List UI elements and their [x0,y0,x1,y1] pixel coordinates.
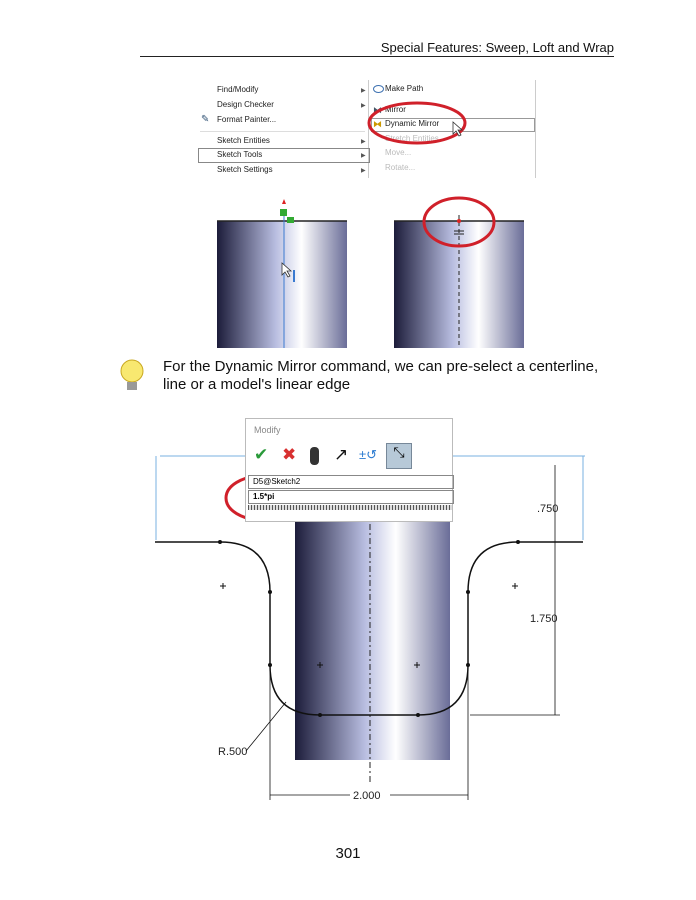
reverse-arrow-icon[interactable]: ↗ [334,445,349,464]
menu-item-move: Move... [385,148,412,157]
modify-dialog: Modify ✔ ✖ ↗ ±↺ ⤡ D5@Sketch2 1.5*pi [245,418,454,522]
context-menu-figure: Find/Modify Design Checker ✎ Format Pain… [195,80,540,178]
sketch-drawing: .750 1.750 R.500 2.000 [155,455,585,802]
menu-item-dynamic-mirror[interactable]: Dynamic Mirror [385,119,440,128]
tip-text: For the Dynamic Mirror command, we can p… [163,358,599,393]
dim-1750[interactable]: 1.750 [530,613,558,625]
menu-item-rotate: Rotate... [385,163,416,172]
cylinder-figures [217,196,524,348]
ok-check-icon[interactable]: ✔ [254,445,269,464]
dim-750[interactable]: .750 [537,503,558,515]
menu-item-sketch-tools[interactable]: Sketch Tools [217,150,263,159]
lightbulb-icon [120,359,144,390]
dim-width[interactable]: 2.000 [353,790,381,802]
thumbwheel[interactable] [248,505,452,510]
menu-item-mirror[interactable]: Mirror [385,105,406,114]
page-header: Special Features: Sweep, Loft and Wrap [380,40,614,55]
menu-item-stretch-entities: Stretch Entities [385,134,439,143]
make-path-icon [373,85,384,93]
header-rule [140,56,614,57]
menu-item-make-path[interactable]: Make Path [385,84,424,93]
page-number: 301 [335,845,361,862]
mark-dimension-icon[interactable]: ⤡ [386,443,412,469]
menu-item-find-modify[interactable]: Find/Modify [217,85,259,94]
menu-item-sketch-entities[interactable]: Sketch Entities [217,136,270,145]
dim-radius[interactable]: R.500 [218,746,247,758]
rebuild-light-icon[interactable] [310,447,319,465]
format-painter-icon: ✎ [201,114,210,125]
menu-item-design-checker[interactable]: Design Checker [217,100,274,109]
value-input[interactable]: 1.5*pi [248,490,454,504]
increment-icon[interactable]: ±↺ [359,447,378,462]
cancel-x-icon[interactable]: ✖ [282,445,297,464]
dynamic-mirror-icon: ⧓ [373,119,382,129]
dimension-name: D5@Sketch2 [248,475,454,489]
menu-item-sketch-settings[interactable]: Sketch Settings [217,165,273,174]
modify-title: Modify [254,425,281,435]
menu-item-format-painter[interactable]: Format Painter... [217,115,277,124]
